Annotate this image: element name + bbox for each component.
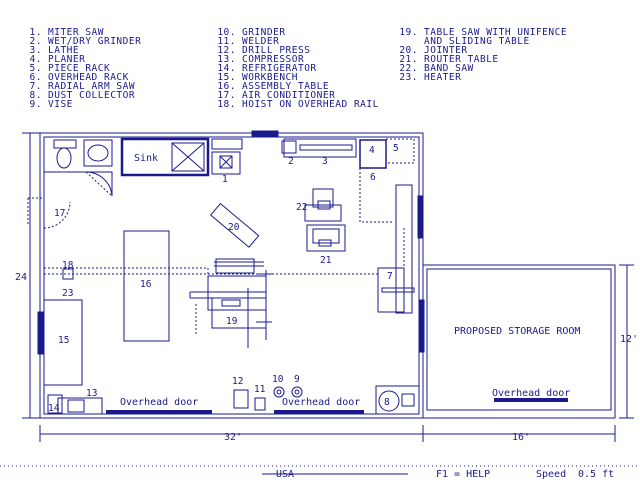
sink-outer [120, 137, 210, 177]
workbench [43, 299, 83, 386]
marker-20: 20 [228, 222, 240, 233]
refrigerator [47, 394, 63, 414]
legend-item: 15.WORKBENCH [217, 72, 298, 83]
vise [291, 386, 303, 398]
legend-item: 4.PLANER [29, 54, 86, 65]
marker-8: 8 [384, 397, 390, 408]
legend-item: 7.RADIAL ARM SAW [29, 81, 136, 92]
dimension-height-storage: 12' [620, 334, 638, 345]
legend-item: 18.HOIST ON OVERHEAD RAIL [217, 99, 379, 110]
window-left [37, 311, 44, 355]
legend-item: 17.AIR CONDITIONER [217, 90, 336, 101]
marker-7: 7 [387, 271, 393, 282]
marker-21: 21 [320, 255, 332, 266]
marker-5: 5 [393, 143, 399, 154]
marker-2: 2 [288, 156, 294, 167]
overhead-door-label-2: Overhead door [282, 397, 360, 408]
overhead-rack [359, 168, 394, 223]
legend-item: 19.TABLE SAW WITH UNIFENCE [399, 27, 568, 38]
toilet-tank [53, 139, 77, 149]
marker-14: 14 [48, 403, 60, 414]
marker-15: 15 [58, 335, 69, 346]
marker-13: 13 [86, 388, 97, 399]
legend-item: 10.GRINDER [217, 27, 286, 38]
legend-item: 14.REFRIGERATOR [217, 63, 317, 74]
marker-3: 3 [322, 156, 328, 167]
marker-23: 23 [62, 288, 73, 299]
legend-item: AND SLIDING TABLE [424, 36, 530, 47]
inner-wall [43, 136, 420, 415]
storage-room-inner [426, 268, 612, 411]
status-country: USA [276, 469, 295, 480]
dimension-height-main: 24' [15, 272, 33, 283]
lathe [299, 144, 353, 151]
assembly-table [123, 230, 170, 342]
jointer [210, 202, 260, 248]
legend-item: 1.MITER SAW [29, 27, 104, 38]
marker-22: 22 [296, 202, 307, 213]
welder [254, 397, 266, 411]
drill-press [233, 389, 249, 409]
legend-item: 21.ROUTER TABLE [399, 54, 499, 65]
legend-item: 11.WELDER [217, 36, 280, 47]
speed-value: 0.5 ft [578, 469, 615, 480]
basin-cabinet [83, 139, 113, 167]
dimension-width-main: 32' [224, 432, 242, 443]
legend-item: 9.VISE [29, 99, 73, 110]
router-table [306, 224, 346, 252]
bathroom-door-swing [85, 171, 113, 197]
toilet-bowl [56, 147, 72, 169]
grinder [273, 386, 285, 398]
legend-item: 23.HEATER [399, 72, 462, 83]
marker-1: 1 [222, 174, 228, 185]
marker-4: 4 [369, 145, 375, 156]
marker-6: 6 [370, 172, 376, 183]
marker-16: 16 [140, 279, 152, 290]
overhead-door-label-1: Overhead door [120, 397, 198, 408]
wet-dry-grinder [281, 140, 297, 154]
marker-18: 18 [62, 260, 74, 271]
basin-bowl [87, 144, 109, 162]
piece-rack [385, 138, 415, 164]
marker-17: 17 [54, 208, 65, 219]
legend-item: 2.WET/DRY GRINDER [29, 36, 142, 47]
storage-room-label: PROPOSED STORAGE ROOM [454, 326, 580, 337]
marker-10: 10 [272, 374, 284, 385]
legend-item: 22.BAND SAW [399, 63, 474, 74]
window-right [417, 195, 424, 239]
speed-label: Speed [536, 469, 567, 480]
marker-19: 19 [226, 316, 238, 327]
window-top [251, 130, 279, 137]
legend-item: 13.COMPRESSOR [217, 54, 305, 65]
help-hint: F1 = HELP [436, 469, 491, 480]
air-conditioner [28, 197, 45, 225]
legend-item: 6.OVERHEAD RACK [29, 72, 129, 83]
legend-item: 5.PIECE RACK [29, 63, 111, 74]
legend-item: 12.DRILL PRESS [217, 45, 311, 56]
marker-12: 12 [232, 376, 243, 387]
marker-9: 9 [294, 374, 300, 385]
overhead-door-label-3: Overhead door [492, 388, 570, 399]
sink-basin [171, 142, 205, 172]
legend-item: 8.DUST COLLECTOR [29, 90, 136, 101]
dust-collector [375, 385, 420, 415]
dimension-width-storage: 16' [512, 432, 530, 443]
legend-item: 20.JOINTER [399, 45, 468, 56]
marker-11: 11 [254, 384, 266, 395]
bathroom-wall [44, 171, 113, 196]
wall-cabinet [395, 184, 413, 314]
legend-item: 3.LATHE [29, 45, 80, 56]
table-saw [207, 275, 267, 311]
sink-label: Sink [134, 153, 158, 164]
compressor [57, 397, 103, 415]
band-saw [312, 188, 334, 208]
legend-item: 16.ASSEMBLY TABLE [217, 81, 330, 92]
miter-saw [211, 151, 241, 175]
window-storage [418, 299, 425, 353]
lathe-bench [283, 138, 357, 158]
